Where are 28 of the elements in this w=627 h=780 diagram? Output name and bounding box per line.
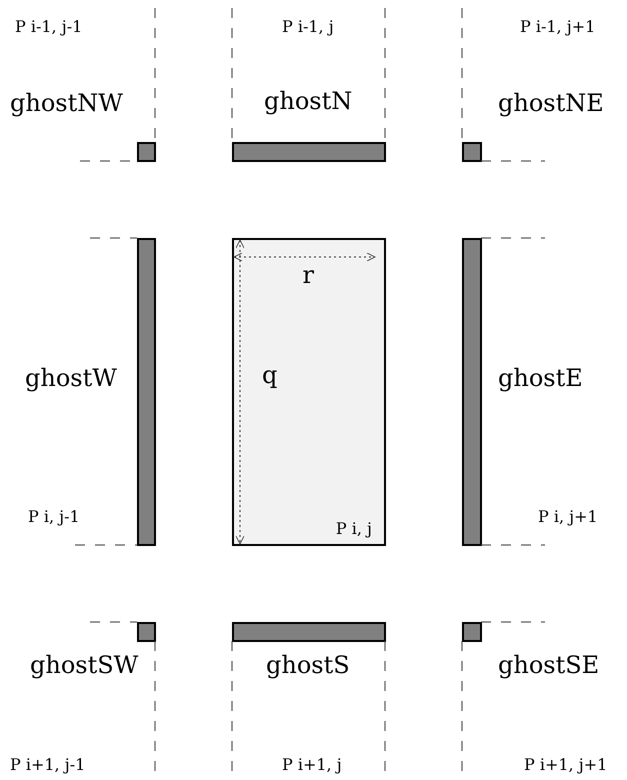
ghost-bar: [232, 142, 386, 162]
cell-label: P i+1, j: [282, 756, 342, 774]
region-label: ghostSE: [498, 652, 600, 680]
ghost-bar: [137, 238, 156, 546]
region-label: ghostN: [264, 88, 352, 116]
dimension-label: r: [302, 262, 314, 290]
ghost-bar: [137, 622, 156, 642]
region-label: ghostE: [498, 365, 583, 393]
dimension-label: q: [262, 362, 278, 390]
region-label: ghostNE: [498, 90, 604, 118]
cell-label: P i+1, j-1: [10, 756, 86, 774]
cell-label: P i-1, j+1: [520, 18, 596, 36]
cell-box: [232, 238, 386, 546]
cell-label: P i-1, j: [282, 18, 334, 36]
ghost-bar: [137, 142, 156, 162]
ghost-bar: [462, 238, 482, 546]
region-label: ghostSW: [30, 652, 138, 680]
cell-label: P i, j: [336, 520, 372, 538]
cell-label: P i+1, j+1: [524, 756, 608, 774]
region-label: ghostNW: [10, 90, 123, 118]
ghost-bar: [462, 622, 482, 642]
cell-label: P i, j-1: [28, 508, 80, 526]
region-label: ghostS: [266, 652, 350, 680]
region-label: ghostW: [25, 365, 117, 393]
cell-label: P i, j+1: [538, 508, 598, 526]
cell-label: P i-1, j-1: [15, 18, 82, 36]
ghost-bar: [232, 622, 386, 642]
ghost-bar: [462, 142, 482, 162]
